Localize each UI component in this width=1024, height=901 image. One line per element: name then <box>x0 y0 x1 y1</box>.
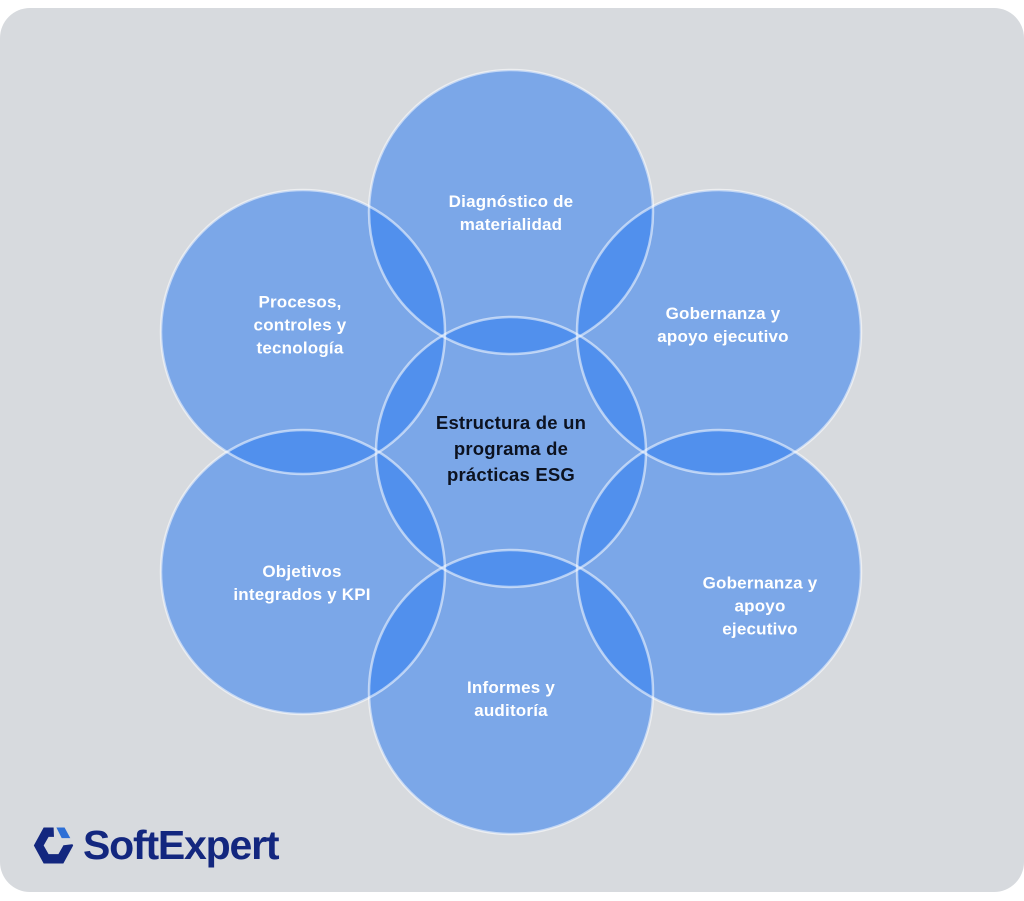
circle-fills <box>161 70 861 834</box>
circle-bottom <box>369 550 653 834</box>
diagram-title: Estructura de un programa de prácticas E… <box>435 412 587 485</box>
softexpert-hexagon-icon <box>33 824 74 864</box>
circle-top-left <box>161 190 445 474</box>
brand-wordmark: SoftExpert <box>83 821 280 868</box>
brand-logo: SoftExpert <box>33 821 280 869</box>
circle-label-top-right: Gobernanza y apoyo ejecutivo <box>657 304 789 346</box>
circle-bottom-right <box>577 430 861 714</box>
circle-label-bottom-right: Gobernanza y apoyo ejecutivo <box>702 573 818 639</box>
circle-outlines <box>159 68 863 836</box>
circle-label-bottom: Informes y auditoría <box>467 678 555 720</box>
circle-center <box>376 317 646 587</box>
circle-label-bottom-left: Objetivos integrados y KPI <box>233 562 371 604</box>
circle-top <box>369 70 653 354</box>
circle-bottom-left <box>161 430 445 714</box>
circle-label-top-left: Procesos, controles y tecnología <box>253 292 347 358</box>
circle-top-right <box>577 190 861 474</box>
circle-label-top: Diagnóstico de materialidad <box>448 192 574 234</box>
